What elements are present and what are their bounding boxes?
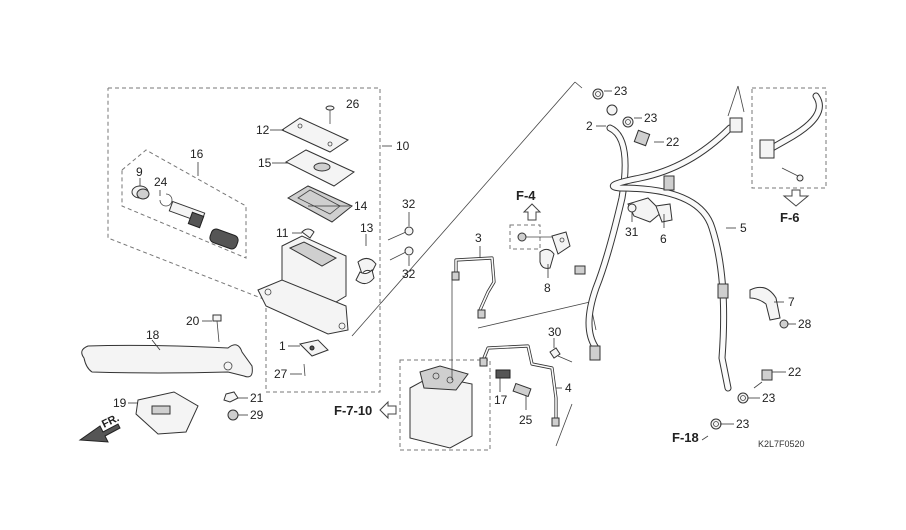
callout-22-upper[interactable]: 22 (666, 135, 680, 149)
callout-2[interactable]: 2 (586, 119, 593, 133)
callout-11[interactable]: 11 (276, 226, 289, 240)
ref-arrow-f-4[interactable]: F-4 (516, 188, 542, 221)
diaphragm-plate-part (301, 228, 315, 239)
master-cylinder-group-outline (107, 81, 583, 393)
callout-8[interactable]: 8 (544, 281, 551, 295)
hose-clamp-6-part (627, 197, 673, 223)
flange-bolt-30-part (549, 347, 573, 363)
plate-part (284, 149, 356, 187)
callout-4[interactable]: 4 (565, 381, 572, 395)
oil-bolt-lower-part (753, 369, 773, 389)
ref-label-f-4[interactable]: F-4 (516, 188, 536, 203)
nut-28-part (779, 319, 789, 329)
callout-10[interactable]: 10 (396, 139, 410, 153)
cap-nut-part (227, 409, 239, 421)
callout-32-upper[interactable]: 32 (402, 197, 416, 211)
hose-guide-line (727, 85, 745, 117)
callout-17[interactable]: 17 (494, 393, 508, 407)
callout-12[interactable]: 12 (256, 123, 270, 137)
abs-modulator-outline (399, 359, 491, 451)
brake-hose-upper-part (574, 104, 629, 361)
sealing-washer-parts-upper (592, 88, 634, 128)
sealing-washer-parts-lower (701, 392, 749, 441)
holder-bolt-upper-part (387, 226, 414, 241)
callout-16[interactable]: 16 (190, 147, 204, 161)
callout-23-a[interactable]: 23 (614, 84, 628, 98)
pivot-bolt-part (212, 314, 222, 343)
callout-3[interactable]: 3 (475, 231, 482, 245)
callout-23-b[interactable]: 23 (644, 111, 658, 125)
pipe-clamp-b-part (512, 382, 532, 398)
circlip-part (159, 193, 173, 207)
holder-bolt-lower-part (389, 246, 414, 261)
brake-pipe-b-part (479, 344, 560, 427)
oil-bolt-upper-part (633, 129, 651, 147)
spring-part (209, 228, 239, 250)
master-cylinder-body-part (257, 235, 349, 335)
callout-13[interactable]: 13 (360, 221, 374, 235)
callout-20[interactable]: 20 (186, 314, 200, 328)
callout-32-lower[interactable]: 32 (402, 267, 416, 281)
ref-arrow-f-6[interactable]: F-6 (780, 189, 810, 225)
callout-31[interactable]: 31 (625, 225, 639, 239)
screw-27-part (303, 363, 306, 377)
ref-f-4-group (509, 224, 560, 250)
pipe-clamp-a-part (495, 369, 511, 379)
callout-24[interactable]: 24 (154, 175, 168, 189)
piston-set-outline (121, 149, 247, 259)
callout-23-d[interactable]: 23 (736, 417, 750, 431)
callout-14[interactable]: 14 (354, 199, 368, 213)
callout-23-c[interactable]: 23 (762, 391, 776, 405)
callout-27[interactable]: 27 (274, 367, 288, 381)
brake-lever-part (81, 344, 253, 378)
callout-labels: 26 12 10 15 16 9 24 14 32 11 13 32 20 18… (113, 84, 812, 431)
callout-26[interactable]: 26 (346, 97, 360, 111)
ref-arrow-f-7-10[interactable]: F-7-10 (334, 400, 397, 420)
lever-cover-part (135, 391, 199, 435)
callout-leaders (128, 90, 796, 425)
callout-6[interactable]: 6 (660, 232, 667, 246)
callout-7[interactable]: 7 (788, 295, 795, 309)
callout-30[interactable]: 30 (548, 325, 562, 339)
ref-label-f-6[interactable]: F-6 (780, 210, 800, 225)
reservoir-cap-part (280, 117, 350, 153)
ref-label-f-7-10[interactable]: F-7-10 (334, 403, 372, 418)
stop-switch-part (299, 339, 329, 357)
callout-19[interactable]: 19 (113, 396, 127, 410)
callout-5[interactable]: 5 (740, 221, 747, 235)
brake-hose-lower-part (609, 117, 743, 392)
piston-part (168, 200, 206, 229)
callout-15[interactable]: 15 (258, 156, 272, 170)
ref-label-f-18[interactable]: F-18 (672, 430, 699, 445)
callout-21[interactable]: 21 (250, 391, 264, 405)
ref-f-6-group (751, 87, 827, 189)
ref-f-18[interactable]: F-18 (672, 430, 699, 445)
callout-18[interactable]: 18 (146, 328, 160, 342)
abs-modulator-part (409, 365, 473, 449)
screw-26-part (325, 105, 335, 124)
brake-pipe-a-part (451, 256, 496, 380)
callout-9[interactable]: 9 (136, 165, 143, 179)
hose-guide-bracket-part (749, 286, 781, 321)
lever-nut-part (223, 391, 239, 403)
callout-22-lower[interactable]: 22 (788, 365, 802, 379)
diaphragm-part (286, 185, 353, 223)
drawing-code: K2L7F0520 (758, 439, 805, 449)
boot-part (131, 185, 150, 200)
pipe-clamp-8-part (539, 231, 571, 269)
callout-25[interactable]: 25 (519, 413, 533, 427)
callout-28[interactable]: 28 (798, 317, 812, 331)
callout-1[interactable]: 1 (279, 339, 286, 353)
front-direction-indicator: FR. (78, 412, 121, 443)
bolt-31-part (627, 203, 637, 213)
holder-part (355, 258, 377, 284)
callout-29[interactable]: 29 (250, 408, 264, 422)
